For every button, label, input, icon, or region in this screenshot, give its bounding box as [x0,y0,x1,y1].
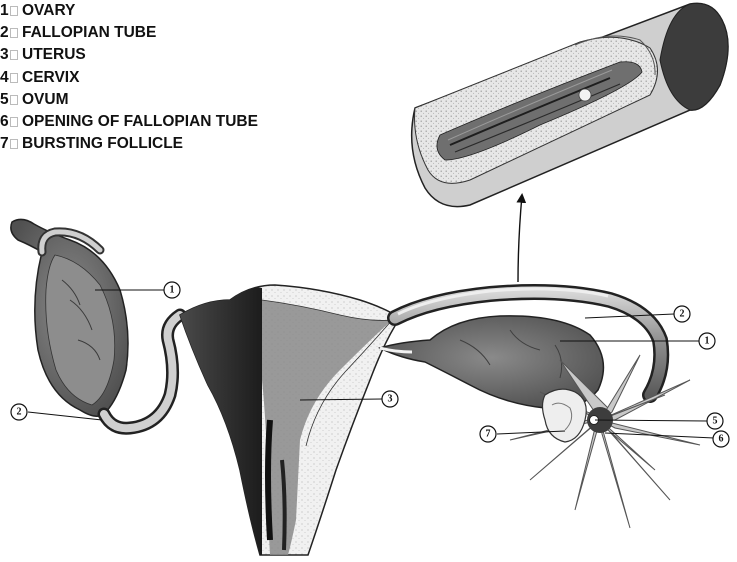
svg-text:7: 7 [486,429,491,440]
left-ovary-and-tube [11,219,180,428]
magnify-arrow [518,195,522,282]
callout-left-ovary: 1 [164,282,180,298]
magnified-tube-section [412,3,728,206]
callout-uterus: 3 [382,391,398,407]
svg-text:1: 1 [170,285,175,296]
callout-ovum: 5 [707,413,723,429]
svg-text:2: 2 [17,407,22,418]
callout-right-ovary: 1 [699,333,715,349]
callout-right-tube: 2 [674,306,690,322]
callout-tube-opening: 6 [713,431,729,447]
svg-text:6: 6 [719,434,724,445]
uterus [180,285,400,555]
svg-text:5: 5 [713,416,718,427]
svg-text:3: 3 [388,394,393,405]
callout-left-tube: 2 [11,404,27,420]
svg-text:2: 2 [680,309,685,320]
callout-follicle: 7 [480,426,496,442]
svg-text:1: 1 [705,336,710,347]
